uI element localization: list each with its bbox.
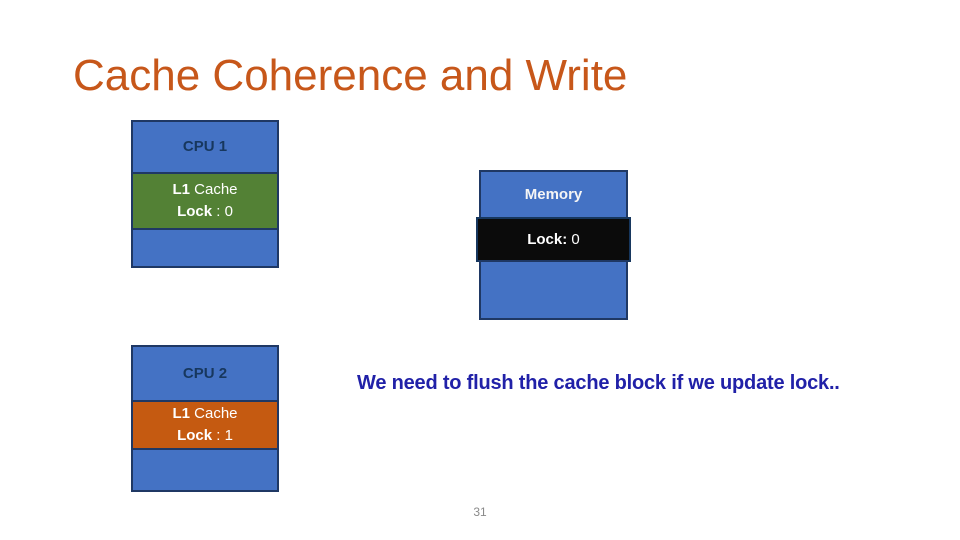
cpu2-lock-line: Lock : 1 [177, 425, 233, 447]
cpu2-empty-section [131, 448, 279, 492]
memory-lock-bar: Lock: 0 [476, 217, 631, 262]
slide-title: Cache Coherence and Write [73, 51, 628, 100]
cpu2-l1-cache-section: L1 Cache Lock : 1 [131, 400, 279, 450]
memory-lock-value: 0 [567, 230, 580, 248]
cpu1-box: CPU 1 L1 Cache Lock : 0 [131, 120, 279, 268]
page-number: 31 [473, 505, 487, 519]
cpu2-cache-label-bold: L1 [172, 405, 190, 423]
cpu1-title: CPU 1 [182, 138, 228, 156]
cpu1-l1-cache-section: L1 Cache Lock : 0 [131, 172, 279, 230]
cpu1-cache-label-bold: L1 [172, 181, 190, 199]
cpu2-box: CPU 2 L1 Cache Lock : 1 [131, 345, 279, 492]
cpu2-lock-label-bold: Lock [177, 427, 213, 444]
cpu2-title-section: CPU 2 [131, 345, 279, 402]
cpu1-lock-line: Lock : 0 [177, 201, 233, 223]
memory-title-section: Memory [479, 170, 628, 219]
cpu1-title-section: CPU 1 [131, 120, 279, 174]
cpu2-lock-value: : 1 [212, 427, 233, 444]
cpu1-cache-line: L1 Cache [172, 179, 237, 201]
cpu1-lock-value: : 0 [212, 203, 233, 220]
memory-empty-section [479, 260, 628, 320]
cpu1-empty-section [131, 228, 279, 268]
cpu2-cache-line: L1 Cache [172, 403, 237, 425]
cpu1-cache-label-rest: Cache [189, 181, 238, 199]
memory-box: Memory Lock: 0 [476, 170, 631, 320]
note-text: We need to flush the cache block if we u… [357, 372, 840, 394]
memory-title: Memory [524, 185, 583, 203]
cpu2-cache-label-rest: Cache [189, 405, 238, 423]
cpu2-title: CPU 2 [182, 364, 228, 382]
memory-lock-line: Lock: 0 [527, 229, 580, 251]
cpu1-lock-label-bold: Lock [177, 203, 213, 220]
memory-lock-label-bold: Lock: [527, 230, 568, 248]
